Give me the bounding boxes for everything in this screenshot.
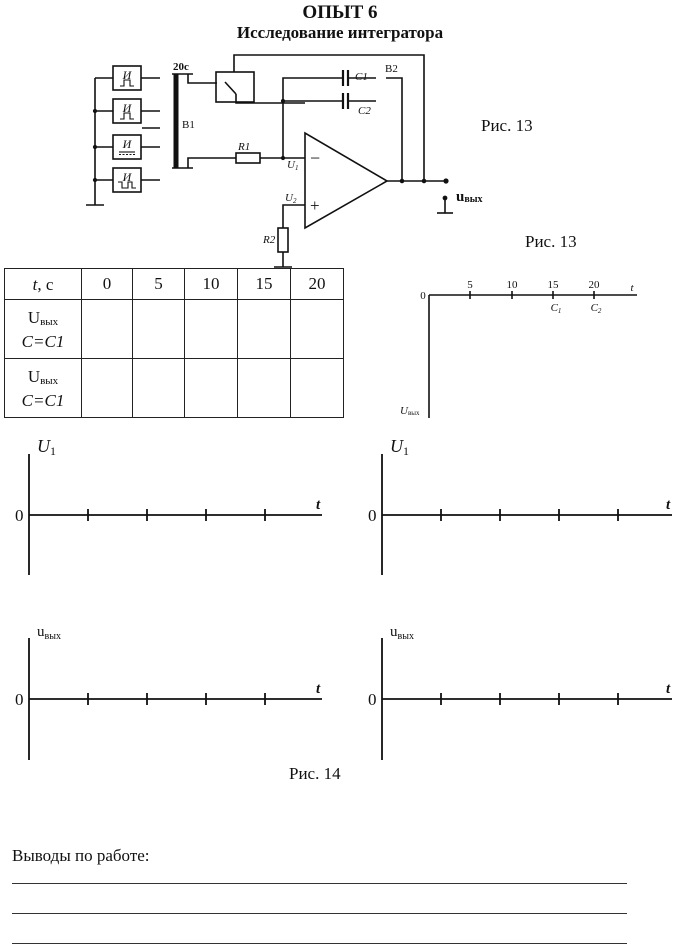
header-cell: 0 [81,268,133,300]
generator-2 [95,98,160,124]
figure-14-graph-2: 0 t U1 [368,436,672,575]
gen-label: И [122,137,133,151]
generator-4 [95,167,160,193]
graph13-tick-label: 15 [548,279,560,291]
gen-label: И [122,170,133,184]
header-cell: 5 [132,268,185,300]
output-label: uвых [456,189,483,205]
header-time: t, с [4,268,82,300]
value-cell[interactable] [132,358,185,418]
y-axis-label: uвых [37,624,61,642]
resistor-r1 [235,152,261,164]
figure-14-graph-4: 0 t uвых [368,624,672,760]
header-cell: 20 [290,268,344,300]
figure-14-graph-1: 0 t U1 [15,436,322,575]
value-cell[interactable] [237,358,291,418]
noninverting-input-sign: + [310,196,320,215]
y-axis-label: U1 [390,436,409,458]
generator-1 [95,65,160,91]
x-axis-label: t [316,497,321,513]
u1-label: U1 [287,159,298,172]
conclusion-line[interactable] [12,913,627,914]
origin-label: 0 [15,506,24,525]
generator-3 [95,134,160,160]
b1-top-label: 20с [173,61,189,73]
value-cell[interactable] [290,299,344,359]
graph13-tick-label: 5 [467,279,473,291]
experiment-title: ОПЫТ 6 [302,2,378,23]
b2-label: В2 [385,63,398,75]
op-amp [304,131,389,230]
figure-14-graph-3: 0 t uвых [15,624,322,760]
figure-13-caption-graph: Рис. 13 [525,232,577,251]
experiment-subtitle: Исследование интегратора [236,23,444,42]
value-cell[interactable] [132,299,185,359]
x-axis-label: t [666,681,671,697]
integrator-circuit-diagram: И И И И 20с В1 R1 R2 C1 C2 В2 U1 U2 − + … [86,54,577,268]
header-cell: 10 [184,268,238,300]
conclusions-label: Выводы по работе: [12,846,150,865]
value-cell[interactable] [81,299,133,359]
resistor-r2 [277,227,289,253]
graph13-c1-marker: C1 [551,302,562,315]
gen-label: И [122,68,133,82]
table-header-row: t, с 0 5 10 15 20 [4,268,344,300]
graph13-c2-marker: C2 [591,302,602,315]
u2-label: U2 [285,192,297,205]
value-cell[interactable] [290,358,344,418]
y-axis-label: uвых [390,624,414,642]
figure-14-caption: Рис. 14 [289,764,341,783]
graph13-tick-label: 10 [507,279,519,291]
origin-label: 0 [368,506,377,525]
graph13-u-label: Uвых [400,405,420,417]
header-cell: 15 [237,268,291,300]
graph13-t-label: t [630,282,634,294]
x-axis-label: t [666,497,671,513]
c2-label: C2 [358,105,371,117]
gen-label: И [122,101,133,115]
r1-label: R1 [237,141,250,153]
graph13-tick-label: 20 [589,279,601,291]
y-axis-label: U1 [37,436,56,458]
electronic-switch-box [215,71,255,103]
figure-13-caption-circuit: Рис. 13 [481,116,533,135]
inverting-input-sign: − [310,148,320,168]
value-cell[interactable] [237,299,291,359]
origin-label: 0 [368,690,377,709]
conclusion-line[interactable] [12,943,627,944]
x-axis-label: t [316,681,321,697]
c1-label: C1 [355,71,368,83]
graph13-origin: 0 [420,290,426,302]
r2-label: R2 [262,234,276,246]
conclusion-line[interactable] [12,883,627,884]
switch-b2 [386,77,403,181]
value-cell[interactable] [81,358,133,418]
b1-label: В1 [182,119,195,131]
value-cell[interactable] [184,299,238,359]
value-cell[interactable] [184,358,238,418]
origin-label: 0 [15,690,24,709]
